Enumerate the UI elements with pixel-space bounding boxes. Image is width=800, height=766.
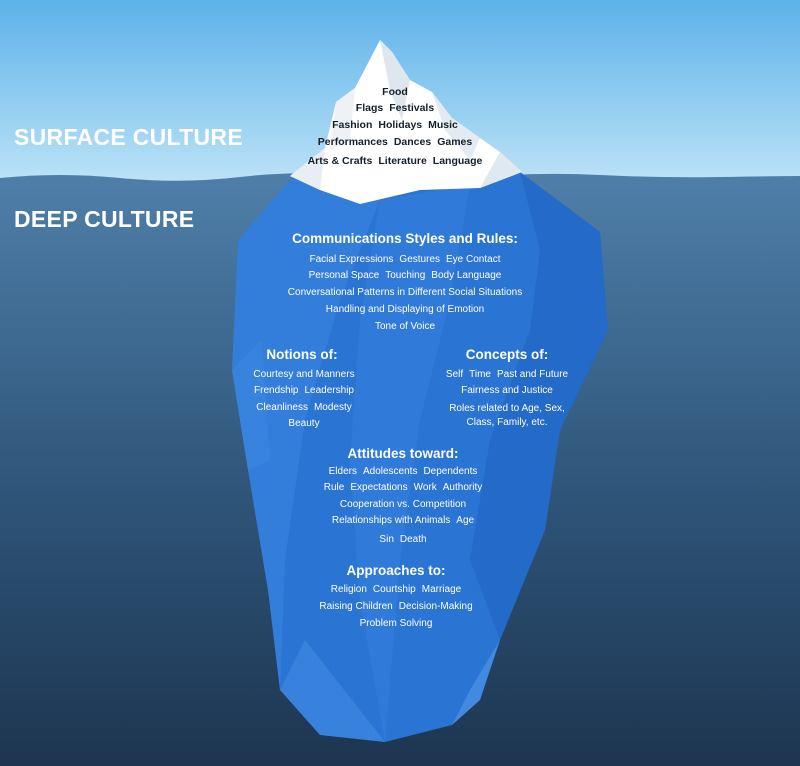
approaches-heading: Approaches to: bbox=[346, 563, 446, 578]
communications-item: Touching bbox=[385, 270, 426, 281]
attitudes-item: Age bbox=[456, 515, 475, 526]
iceberg-underwater bbox=[232, 172, 608, 742]
attitudes-item: Elders bbox=[328, 466, 357, 477]
attitudes-item: Death bbox=[399, 534, 427, 545]
tip-item: Fashion bbox=[332, 119, 373, 131]
notions-item: Leadership bbox=[304, 385, 354, 396]
attitudes-item: Authority bbox=[442, 482, 483, 493]
notions-line-0: Courtesy and Manners bbox=[250, 370, 357, 380]
deep-culture-label: DEEP CULTURE bbox=[14, 206, 195, 232]
attitudes-line-0: Elders Adolescents Dependents bbox=[326, 467, 481, 477]
notions-line-3: Beauty bbox=[285, 419, 322, 429]
notions-item: Courtesy and Manners bbox=[253, 369, 355, 380]
concepts-item: Roles related to Age, Sex, bbox=[449, 403, 565, 414]
communications-line-1: Personal Space Touching Body Language bbox=[306, 271, 505, 281]
tip-item: Music bbox=[428, 119, 458, 131]
tip-item: Holidays bbox=[378, 119, 423, 131]
communications-heading: Communications Styles and Rules: bbox=[292, 231, 518, 246]
tip-item: Dances bbox=[393, 136, 432, 148]
notions-heading: Notions of: bbox=[266, 347, 338, 362]
attitudes-item: Adolescents bbox=[362, 466, 418, 477]
concepts-line-3: Class, Family, etc. bbox=[464, 418, 551, 428]
communications-item: Gestures bbox=[399, 254, 441, 265]
attitudes-item: Cooperation vs. Competition bbox=[339, 499, 467, 510]
concepts-heading: Concepts of: bbox=[465, 347, 549, 362]
attitudes-heading: Attitudes toward: bbox=[347, 446, 459, 461]
communications-item: Handling and Displaying of Emotion bbox=[325, 304, 485, 315]
approaches-item: Problem Solving bbox=[359, 618, 433, 629]
tip-item: Festivals bbox=[389, 102, 435, 114]
concepts-line-0: Self Time Past and Future bbox=[443, 370, 571, 380]
notions-item: Beauty bbox=[288, 418, 320, 429]
tip-item: Games bbox=[437, 136, 473, 148]
communications-line-0: Facial Expressions Gestures Eye Contact bbox=[307, 255, 504, 265]
concepts-item: Fairness and Justice bbox=[461, 385, 553, 396]
communications-item: Personal Space bbox=[308, 270, 380, 281]
attitudes-item: Sin bbox=[379, 534, 394, 545]
tip-item: Arts & Crafts bbox=[307, 155, 373, 167]
notions-item: Modesty bbox=[313, 402, 352, 413]
tip-item: Flags bbox=[355, 102, 384, 114]
communications-line-4: Tone of Voice bbox=[372, 322, 438, 332]
attitudes-line-1: Rule Expectations Work Authority bbox=[321, 483, 485, 493]
approaches-item: Courtship bbox=[372, 584, 416, 595]
tip-line-3: Performances Dances Games bbox=[315, 137, 475, 148]
attitudes-line-3: Relationships with Animals Age bbox=[329, 516, 477, 526]
communications-item: Body Language bbox=[431, 270, 502, 281]
communications-item: Facial Expressions bbox=[309, 254, 394, 265]
attitudes-line-2: Cooperation vs. Competition bbox=[337, 500, 469, 510]
tip-line-0: Food bbox=[379, 87, 411, 98]
iceberg-tip bbox=[290, 40, 522, 204]
approaches-line-1: Raising Children Decision-Making bbox=[316, 602, 475, 612]
attitudes-item: Relationships with Animals bbox=[331, 515, 451, 526]
surface-culture-label: SURFACE CULTURE bbox=[14, 124, 243, 150]
communications-line-2: Conversational Patterns in Different Soc… bbox=[285, 288, 525, 298]
approaches-item: Marriage bbox=[421, 584, 462, 595]
notions-item: Frendship bbox=[254, 385, 299, 396]
concepts-item: Self bbox=[445, 369, 464, 380]
attitudes-line-4: Sin Death bbox=[376, 535, 429, 545]
concepts-line-2: Roles related to Age, Sex, bbox=[446, 404, 568, 414]
tip-line-4: Arts & Crafts Literature Language bbox=[305, 156, 486, 167]
approaches-item: Religion bbox=[330, 584, 367, 595]
tip-line-1: Flags Festivals bbox=[353, 103, 437, 114]
tip-item: Literature bbox=[378, 155, 427, 167]
tip-item: Language bbox=[432, 155, 483, 167]
attitudes-item: Expectations bbox=[350, 482, 408, 493]
communications-line-3: Handling and Displaying of Emotion bbox=[323, 305, 487, 315]
attitudes-item: Dependents bbox=[423, 466, 478, 477]
attitudes-item: Work bbox=[413, 482, 437, 493]
notions-item: Cleanliness bbox=[256, 402, 308, 413]
concepts-item: Time bbox=[469, 369, 491, 380]
concepts-line-1: Fairness and Justice bbox=[458, 386, 556, 396]
notions-line-2: Cleanliness Modesty bbox=[253, 403, 355, 413]
tip-item: Performances bbox=[317, 136, 388, 148]
communications-item: Conversational Patterns in Different Soc… bbox=[287, 287, 523, 298]
tip-line-2: Fashion Holidays Music bbox=[329, 120, 461, 131]
approaches-item: Decision-Making bbox=[398, 601, 473, 612]
approaches-item: Raising Children bbox=[319, 601, 393, 612]
tip-item: Food bbox=[382, 86, 408, 98]
approaches-line-0: Religion Courtship Marriage bbox=[328, 585, 464, 595]
concepts-item: Past and Future bbox=[496, 369, 569, 380]
attitudes-item: Rule bbox=[323, 482, 345, 493]
approaches-line-2: Problem Solving bbox=[357, 619, 436, 629]
concepts-item: Class, Family, etc. bbox=[466, 417, 548, 428]
communications-item: Eye Contact bbox=[446, 254, 501, 265]
communications-item: Tone of Voice bbox=[374, 321, 436, 332]
notions-line-1: Frendship Leadership bbox=[251, 386, 357, 396]
